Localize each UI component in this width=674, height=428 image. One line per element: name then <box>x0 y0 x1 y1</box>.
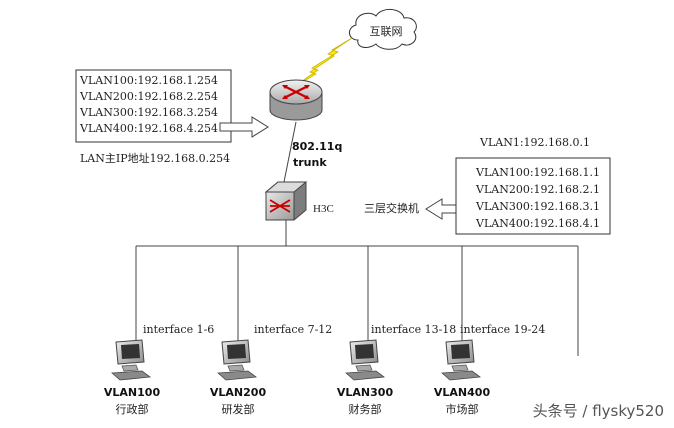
router-vlan-line: VLAN100:192.168.1.254 <box>79 74 218 87</box>
switch-vlan-line: VLAN400:192.168.4.1 <box>475 217 600 230</box>
pc-dept: 研发部 <box>222 402 255 416</box>
pc-dept: 财务部 <box>349 402 382 416</box>
switch-vlan-box: VLAN100:192.168.1.1 VLAN200:192.168.2.1 … <box>455 157 611 235</box>
router-vlan-line: VLAN400:192.168.4.254 <box>79 122 218 135</box>
pc-vlan: VLAN400 <box>434 386 491 399</box>
interface-label: interface 1-6 <box>143 323 214 336</box>
router-vlan-line: VLAN200:192.168.2.254 <box>79 90 218 103</box>
trunk-protocol: 802.11q <box>292 140 342 153</box>
switch-vlan1: VLAN1:192.168.0.1 <box>479 136 590 149</box>
pc-vlan: VLAN300 <box>337 386 394 399</box>
interface-label: interface 7-12 <box>254 323 332 336</box>
router-icon <box>269 79 323 121</box>
pc-dept: 行政部 <box>116 402 149 416</box>
switch-vlan-line: VLAN300:192.168.3.1 <box>475 200 600 213</box>
switch-vlan-line: VLAN100:192.168.1.1 <box>475 166 600 179</box>
computer-icon <box>345 339 385 381</box>
computer-icon <box>111 339 151 381</box>
computer-icon <box>217 339 257 381</box>
pc-node: interface 7-12 VLAN200 研发部 <box>210 323 332 416</box>
internet-label: 互联网 <box>370 25 403 38</box>
router-vlan-line: VLAN300:192.168.3.254 <box>79 106 218 119</box>
trunk-mode: trunk <box>293 156 327 169</box>
interface-label: interface 13-18 <box>371 323 456 336</box>
switch-name: H3C <box>313 203 334 215</box>
pc-node: interface 19-24 VLAN400 市场部 <box>434 323 545 416</box>
pc-vlan: VLAN200 <box>210 386 267 399</box>
switch-desc: 三层交换机 <box>364 201 419 215</box>
watermark: 头条号 / flysky520 <box>533 402 664 420</box>
interface-label: interface 19-24 <box>460 323 545 336</box>
switch-icon <box>264 181 308 221</box>
pc-vlan: VLAN100 <box>104 386 161 399</box>
router-vlan-box: VLAN100:192.168.1.254 VLAN200:192.168.2.… <box>75 69 232 143</box>
pc-node: interface 13-18 VLAN300 财务部 <box>337 323 456 416</box>
pc-node: interface 1-6 VLAN100 行政部 <box>104 323 214 416</box>
switch-vlan-line: VLAN200:192.168.2.1 <box>475 183 600 196</box>
router-arrow-icon <box>219 116 269 138</box>
internet-cloud: 互联网 <box>349 9 417 50</box>
lan-ip-label: LAN主IP地址192.168.0.254 <box>80 151 230 165</box>
computer-icon <box>441 339 481 381</box>
trunk-link <box>283 121 297 183</box>
pc-dept: 市场部 <box>446 402 479 416</box>
